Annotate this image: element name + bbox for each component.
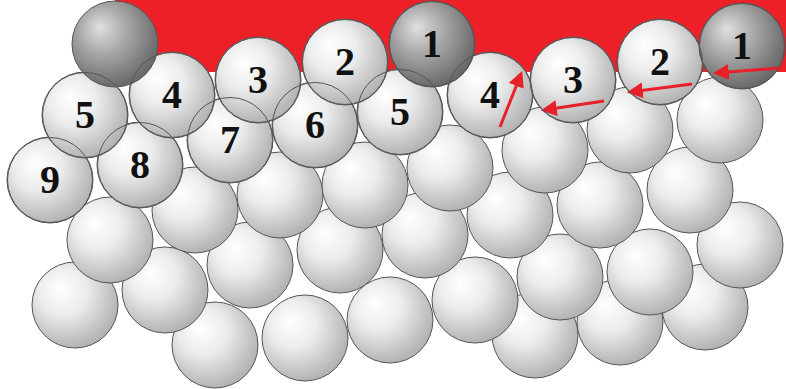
atom-outline-circle bbox=[43, 73, 128, 158]
atom-sphere: 6 bbox=[272, 82, 358, 168]
atom-sphere: 7 bbox=[187, 97, 273, 183]
atom-outline-circle bbox=[8, 138, 93, 223]
atom-outline-circle bbox=[216, 38, 301, 123]
atom-outline-circle bbox=[448, 53, 533, 138]
callout-number: 3 bbox=[248, 60, 268, 100]
atom-sphere: 5 bbox=[357, 69, 443, 155]
atom-sphere: 5 bbox=[42, 72, 128, 158]
numbered-atoms bbox=[7, 1, 785, 223]
callout-number: 5 bbox=[75, 95, 95, 135]
callout-number: 5 bbox=[390, 92, 410, 132]
atom-sphere: 1 bbox=[389, 1, 475, 87]
callout-number: 7 bbox=[220, 120, 240, 160]
atom-sphere: 8 bbox=[97, 122, 183, 208]
atom-sphere: 1 bbox=[699, 3, 785, 89]
atom-outline-circle bbox=[130, 53, 215, 138]
callout-number: 4 bbox=[162, 75, 182, 115]
atom-outline-circle bbox=[618, 20, 703, 105]
atom-sphere: 2 bbox=[302, 19, 388, 105]
callout-number: 2 bbox=[335, 42, 355, 82]
callout-number: 3 bbox=[563, 60, 583, 100]
atom-outline-circle bbox=[303, 20, 388, 105]
atom-sphere: 4 bbox=[129, 52, 215, 138]
atom-outline-circle bbox=[358, 70, 443, 155]
atom-outline-circle bbox=[531, 38, 616, 123]
callout-number: 4 bbox=[480, 75, 500, 115]
atom-sphere: 3 bbox=[215, 37, 301, 123]
atom-sphere: 4 bbox=[447, 52, 533, 138]
atom-sphere: 2 bbox=[617, 19, 703, 105]
move-arrows bbox=[500, 68, 780, 127]
atom-sphere: 9 bbox=[7, 137, 93, 223]
atom-outline-circle bbox=[188, 98, 273, 183]
atom-outline-circle bbox=[390, 2, 475, 87]
callout-number: 8 bbox=[130, 145, 150, 185]
atom-sphere: 3 bbox=[530, 37, 616, 123]
atom-outline-circle bbox=[98, 123, 183, 208]
atom-outline-circle bbox=[273, 83, 358, 168]
callout-number: 9 bbox=[40, 160, 60, 200]
callout-number: 6 bbox=[305, 105, 325, 145]
callout-number: 2 bbox=[650, 42, 670, 82]
callout-number: 1 bbox=[732, 26, 752, 66]
atom-outline-circle bbox=[700, 4, 785, 89]
callout-number: 1 bbox=[422, 24, 442, 64]
